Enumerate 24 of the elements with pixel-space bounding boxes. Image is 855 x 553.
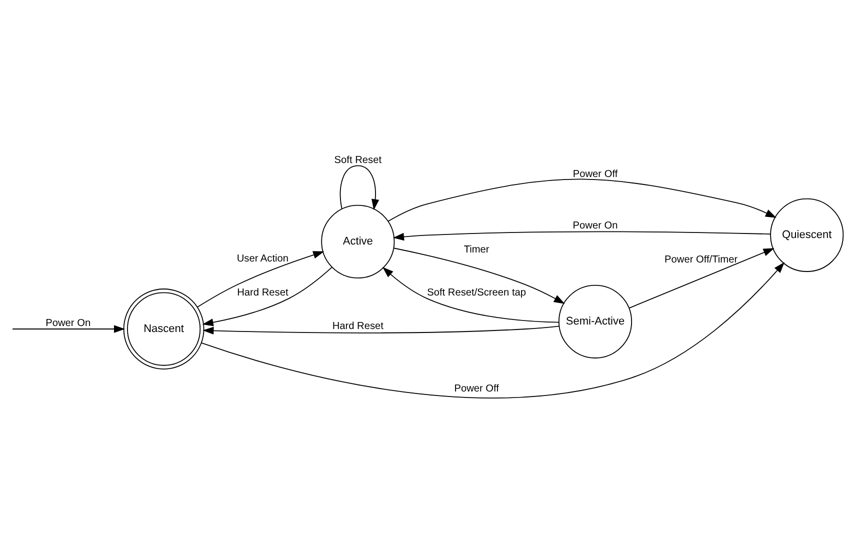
- arrow: [393, 248, 565, 304]
- edge-label: Power Off: [572, 169, 618, 180]
- arrow: [196, 251, 324, 308]
- arrow: [340, 165, 380, 210]
- edge-label: Timer: [464, 244, 490, 256]
- edge-label: Power Off/Timer: [664, 254, 738, 266]
- edge-label: Power On: [46, 318, 91, 330]
- arrow: [12, 325, 126, 333]
- edge-label: Soft Reset: [334, 154, 382, 166]
- arrow: [388, 178, 776, 222]
- arrow: [202, 326, 560, 335]
- edge-label: Power On: [572, 220, 618, 232]
- node-circle: Nascent: [123, 288, 204, 370]
- arrow: [202, 266, 332, 326]
- arrow: [382, 267, 560, 323]
- edge-label: Hard Reset: [332, 320, 384, 332]
- edge-label: Power Off: [454, 383, 499, 394]
- node-circle: Semi-Active: [558, 284, 632, 358]
- edge-label: User Action: [236, 254, 289, 265]
- edge-label: Soft Reset/Screen tap: [427, 288, 526, 299]
- edge-label: Hard Reset: [237, 288, 288, 299]
- arrow: [628, 248, 774, 308]
- arrow: [392, 231, 771, 241]
- arrow: [201, 262, 785, 398]
